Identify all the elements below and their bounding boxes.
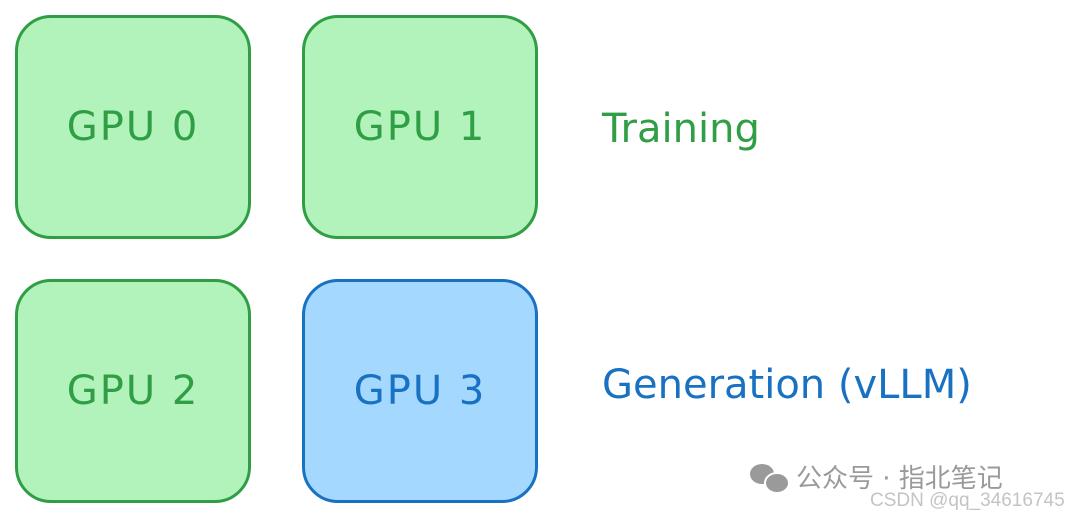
gpu-0-box: GPU 0 bbox=[15, 15, 251, 239]
training-label: Training bbox=[602, 106, 760, 152]
watermark: 公众号 · 指北笔记 bbox=[750, 458, 1003, 495]
gpu-2-label: GPU 2 bbox=[66, 368, 200, 414]
gpu-2-box: GPU 2 bbox=[15, 279, 251, 503]
generation-label: Generation (vLLM) bbox=[602, 362, 972, 408]
wechat-icon bbox=[750, 462, 790, 494]
csdn-watermark: CSDN @qq_34616745 bbox=[870, 490, 1065, 511]
gpu-1-box: GPU 1 bbox=[302, 15, 538, 239]
watermark-text: 公众号 · 指北笔记 bbox=[796, 464, 1003, 494]
gpu-0-label: GPU 0 bbox=[66, 104, 200, 150]
gpu-3-label: GPU 3 bbox=[353, 368, 487, 414]
gpu-3-box: GPU 3 bbox=[302, 279, 538, 503]
gpu-1-label: GPU 1 bbox=[353, 104, 487, 150]
